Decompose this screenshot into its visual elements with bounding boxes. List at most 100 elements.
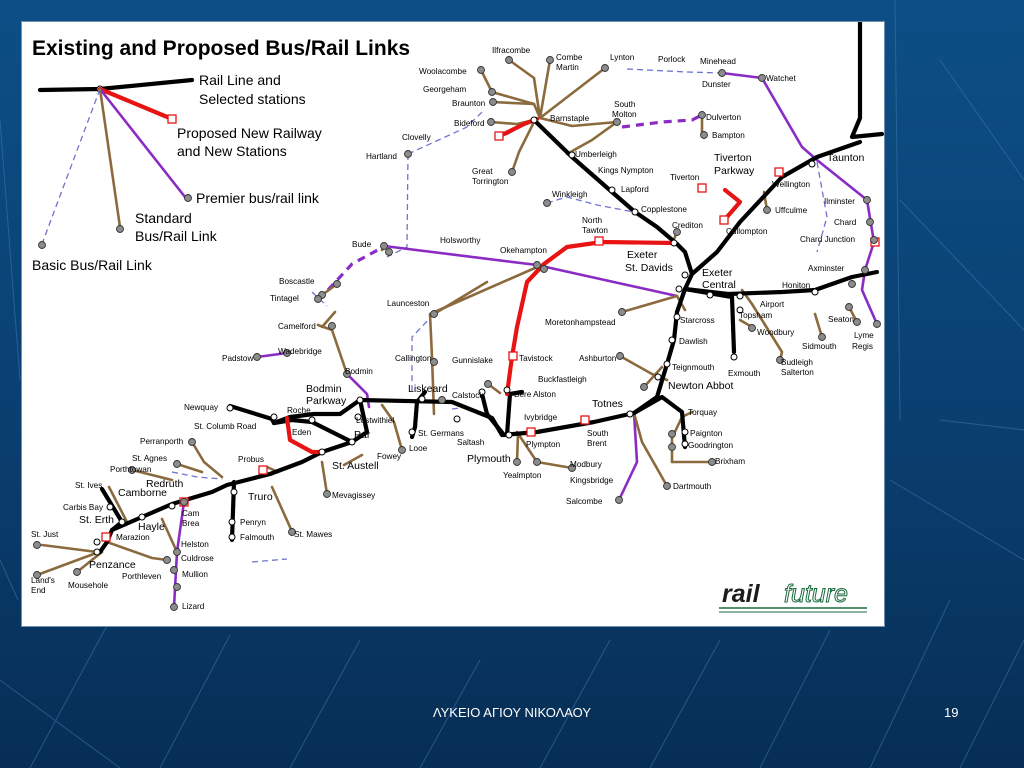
place-label: Sidmouth xyxy=(802,342,837,351)
place-label: Chard xyxy=(834,218,857,227)
place-label: Tintagel xyxy=(270,294,299,303)
place-label: Umberleigh xyxy=(575,150,617,159)
place-label: Mousehole xyxy=(68,581,109,590)
place-label: Dartmouth xyxy=(673,482,712,491)
place-label: Axminster xyxy=(808,264,845,273)
standard-links xyxy=(35,58,859,577)
place-label: Brent xyxy=(587,439,607,448)
place-label: Salterton xyxy=(781,368,814,377)
place-label: Tawton xyxy=(582,226,608,235)
place-label: Clovelly xyxy=(402,133,432,142)
place-label: Brixham xyxy=(715,457,745,466)
place-label: Dawlish xyxy=(679,337,708,346)
place-label: Bampton xyxy=(712,131,745,140)
place-label: St. Davids xyxy=(625,262,673,274)
place-label: Parkway xyxy=(714,165,755,177)
place-label: Yealmpton xyxy=(503,471,542,480)
place-label: Brea xyxy=(182,519,200,528)
legend-new-railway-line xyxy=(97,86,175,122)
place-label: Minehead xyxy=(700,57,736,66)
place-label: Copplestone xyxy=(641,205,687,214)
place-label: St. Agnes xyxy=(132,454,167,463)
place-label: South xyxy=(614,100,636,109)
place-label: St. Mawes xyxy=(294,530,332,539)
place-label: Penzance xyxy=(89,559,136,571)
place-label: Honiton xyxy=(782,281,811,290)
place-label: Truro xyxy=(248,491,273,503)
place-label: Cam xyxy=(182,509,199,518)
place-label: Newquay xyxy=(184,403,219,412)
place-label: Molton xyxy=(612,110,637,119)
place-label: Crediton xyxy=(672,221,703,230)
logo-rail-text: rail xyxy=(722,580,761,608)
place-label: Plympton xyxy=(526,440,561,449)
place-label: Penryn xyxy=(240,518,266,527)
place-label: Par xyxy=(354,429,371,441)
place-label: Exeter xyxy=(627,249,658,261)
place-label: Parkway xyxy=(306,395,347,407)
place-label: St. Just xyxy=(31,530,59,539)
place-label: Ashburton xyxy=(579,354,617,363)
place-label: Tiverton xyxy=(714,152,752,164)
railfuture-logo: rail future xyxy=(719,580,867,613)
place-label: Topsham xyxy=(739,311,772,320)
legend-proposed-label-1: Proposed New Railway xyxy=(177,125,322,141)
place-label: Falmouth xyxy=(240,533,275,542)
place-label: Ilminster xyxy=(824,197,855,206)
place-label: Bodmin xyxy=(345,367,373,376)
place-label: Calstock xyxy=(452,391,484,400)
legend-basic-label: Basic Bus/Rail Link xyxy=(32,257,153,273)
place-label: Woodbury xyxy=(757,328,795,337)
place-label: Newton Abbot xyxy=(668,380,733,392)
place-label: Budleigh xyxy=(781,358,813,367)
slide-page-number: 19 xyxy=(944,705,959,720)
legend-premier-label: Premier bus/rail link xyxy=(196,190,320,206)
place-label: St. Columb Road xyxy=(194,422,257,431)
place-label: Boscastle xyxy=(279,277,315,286)
place-label: St. Germans xyxy=(418,429,464,438)
place-label: Hartland xyxy=(366,152,397,161)
place-label: St. Austell xyxy=(332,460,379,472)
place-label: Marazion xyxy=(116,533,150,542)
place-label: Looe xyxy=(409,444,428,453)
place-label: Lyme xyxy=(854,331,874,340)
bus-rail-map: Existing and Proposed Bus/Rail Links Rai… xyxy=(21,21,885,627)
place-label: Eden xyxy=(292,428,312,437)
logo-future-text: future xyxy=(784,580,848,608)
place-label: Mevagissey xyxy=(332,491,376,500)
place-label: Exmouth xyxy=(728,369,761,378)
place-label: Georgeham xyxy=(423,85,466,94)
legend-standard-line xyxy=(98,87,122,229)
place-labels: Ilfracombe Combe Martin Lynton Porlock M… xyxy=(31,46,874,611)
place-label: Helston xyxy=(181,540,209,549)
place-label: Bideford xyxy=(454,119,485,128)
place-label: Cullompton xyxy=(726,227,768,236)
map-title: Existing and Proposed Bus/Rail Links xyxy=(32,37,410,60)
place-label: Barnstaple xyxy=(550,114,590,123)
place-label: Exeter xyxy=(702,267,733,279)
place-label: Plymouth xyxy=(467,453,511,465)
legend-standard-label-2: Bus/Rail Link xyxy=(135,228,218,244)
place-label: Martin xyxy=(556,63,579,72)
place-label: Mullion xyxy=(182,570,208,579)
place-label: Bere Alston xyxy=(514,390,556,399)
place-label: Tavistock xyxy=(519,354,554,363)
map-legend: Existing and Proposed Bus/Rail Links Rai… xyxy=(32,37,410,273)
place-label: Uffculme xyxy=(775,206,808,215)
legend-premier-stop xyxy=(184,194,192,202)
place-label: Kings Nympton xyxy=(598,166,654,175)
place-label: Wellington xyxy=(772,180,811,189)
legend-rail-label-1: Rail Line and xyxy=(199,72,281,88)
place-label: Holsworthy xyxy=(440,236,481,245)
place-label: Airport xyxy=(760,300,785,309)
place-label: Roche xyxy=(287,406,311,415)
place-label: Gunnislake xyxy=(452,356,493,365)
place-label: Culdrose xyxy=(181,554,214,563)
place-label: Starcross xyxy=(680,316,715,325)
place-label: Paignton xyxy=(690,429,723,438)
place-label: Carbis Bay xyxy=(63,503,104,512)
place-label: Saltash xyxy=(457,438,485,447)
place-label: South xyxy=(587,429,609,438)
place-label: Camborne xyxy=(118,487,167,499)
place-label: Callington xyxy=(395,354,432,363)
